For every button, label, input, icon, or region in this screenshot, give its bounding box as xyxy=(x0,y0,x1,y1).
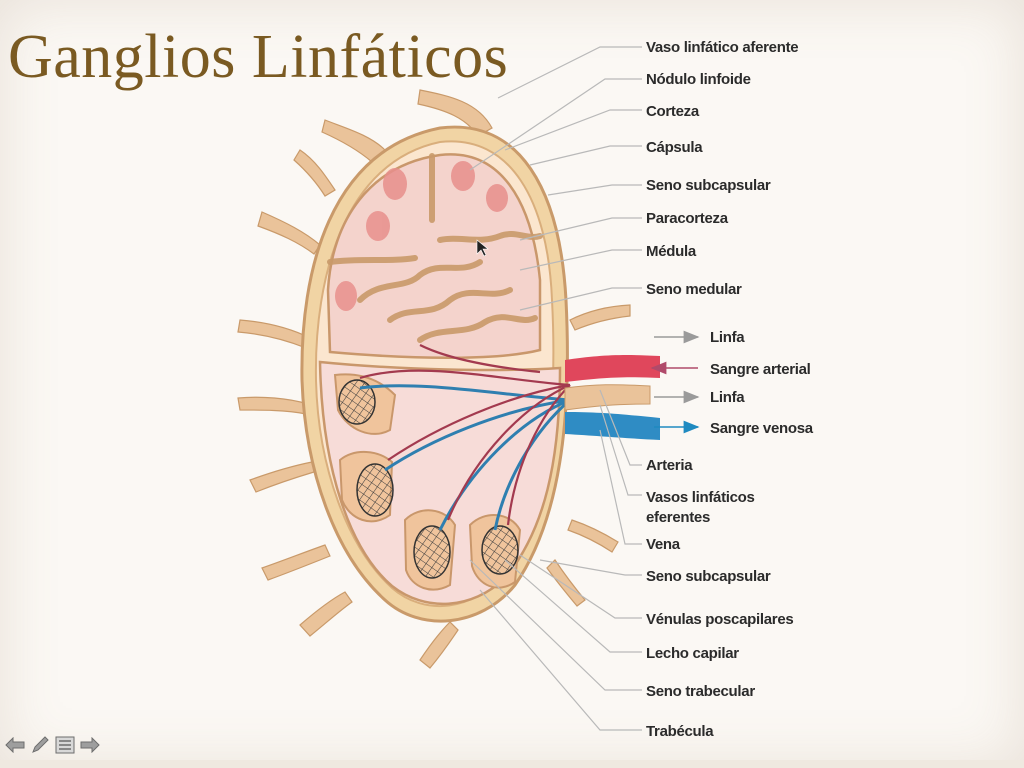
mouse-cursor-icon xyxy=(476,239,489,257)
capillary-beds xyxy=(338,379,519,579)
label-trabecula: Trabécula xyxy=(646,723,714,740)
previous-slide-button[interactable] xyxy=(4,733,26,757)
label-linfa: Linfa xyxy=(710,329,745,346)
arrow-right-icon xyxy=(80,737,100,753)
label-lecho-capilar: Lecho capilar xyxy=(646,645,739,662)
label-arteria: Arteria xyxy=(646,457,693,474)
label-seno-trabecular: Seno trabecular xyxy=(646,683,755,700)
label-venulas: Vénulas poscapilares xyxy=(646,611,793,628)
label-vasos-eferentes: Vasos linfáticos xyxy=(646,489,755,506)
pen-icon xyxy=(32,736,49,753)
label-sangre-arterial: Sangre arterial xyxy=(710,361,811,378)
label-linfa: Linfa xyxy=(710,389,745,406)
label-vaso-aferente: Vaso linfático aferente xyxy=(646,39,798,56)
next-slide-button[interactable] xyxy=(79,733,101,757)
leader-lines xyxy=(469,46,642,731)
label-seno-medular: Seno medular xyxy=(646,281,742,298)
artery-hilum xyxy=(565,355,660,382)
label-seno-subcapsular-2: Seno subcapsular xyxy=(646,568,771,585)
arrow-left-icon xyxy=(5,737,25,753)
labels: Vaso linfático aferente Nódulo linfoide … xyxy=(646,39,814,740)
slide-menu-button[interactable] xyxy=(54,733,76,757)
label-corteza: Corteza xyxy=(646,103,700,120)
arteries xyxy=(359,344,571,526)
veins xyxy=(359,384,571,531)
label-sangre-venosa: Sangre venosa xyxy=(710,420,814,437)
label-medula: Médula xyxy=(646,243,697,260)
label-capsula: Cápsula xyxy=(646,139,703,156)
slide-title: Ganglios Linfáticos xyxy=(8,23,509,91)
menu-icon xyxy=(55,736,75,754)
slide-navigation xyxy=(4,731,101,759)
paracortex xyxy=(327,153,543,343)
slide-footer-bar xyxy=(0,760,1024,768)
label-seno-subcapsular: Seno subcapsular xyxy=(646,177,771,194)
label-vasos-eferentes-2: eferentes xyxy=(646,509,710,526)
afferent-vessels xyxy=(237,89,631,669)
pen-tool-button[interactable] xyxy=(29,733,51,757)
lymphoid-nodules xyxy=(335,161,508,311)
label-nodulo: Nódulo linfoide xyxy=(646,71,751,88)
label-paracorteza: Paracorteza xyxy=(646,210,729,227)
vein-hilum xyxy=(565,412,660,440)
lymph-hilum xyxy=(564,384,651,411)
label-vena: Vena xyxy=(646,536,681,553)
